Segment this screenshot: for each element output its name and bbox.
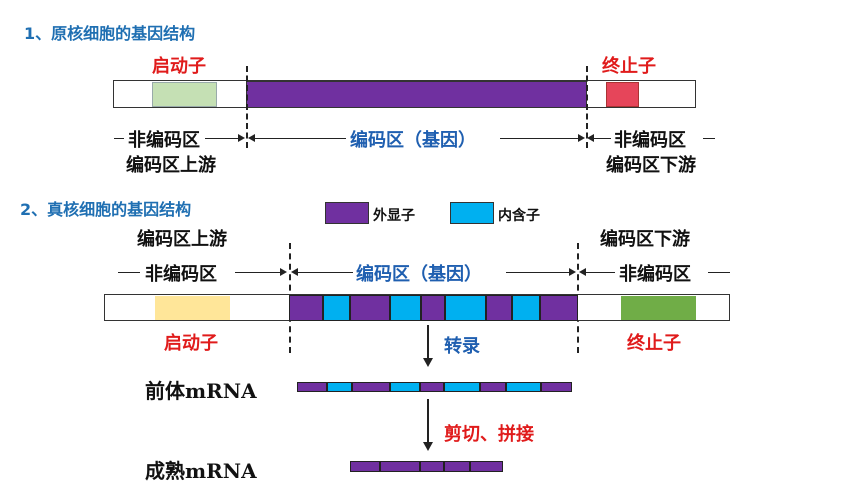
prok-promoter-label: 启动子 — [152, 56, 206, 77]
mature-exon-3 — [420, 461, 444, 472]
euk-right-dash — [708, 272, 730, 273]
pre-intron-2 — [390, 382, 420, 392]
mature-mrna-label: 成熟mRNA — [145, 459, 257, 483]
section1-title: 1、原核细胞的基因结构 — [24, 24, 196, 43]
exon-3 — [421, 295, 445, 321]
prok-right-region-label: 非编码区 — [614, 130, 686, 151]
euk-right-arrow — [579, 268, 615, 276]
mature-exon-5 — [470, 461, 503, 472]
euk-left-dash — [118, 272, 140, 273]
prok-downstream-label: 编码区下游 — [606, 155, 696, 176]
transcription-label: 转录 — [444, 336, 480, 357]
prok-center-arrow-left — [248, 134, 346, 142]
prok-boundary-right — [586, 66, 588, 148]
prok-upstream-label: 编码区上游 — [126, 155, 216, 176]
transcription-arrow — [423, 325, 433, 367]
euk-downstream-label: 编码区下游 — [600, 229, 690, 250]
mature-exon-2 — [380, 461, 420, 472]
legend-intron-swatch — [450, 202, 494, 224]
euk-promoter-segment — [155, 296, 230, 320]
euk-left-arrow — [235, 268, 287, 276]
exon-4 — [486, 295, 512, 321]
euk-center-arrow-right — [506, 268, 576, 276]
euk-left-region-label: 非编码区 — [145, 264, 217, 285]
pre-exon-1 — [297, 382, 327, 392]
prok-terminator-label: 终止子 — [602, 56, 656, 77]
legend-intron-label: 内含子 — [498, 208, 540, 224]
prok-center-arrow-right — [500, 134, 585, 142]
legend-exon-swatch — [325, 202, 369, 224]
pre-mrna-label: 前体mRNA — [145, 379, 257, 403]
euk-center-region-label: 编码区（基因） — [356, 264, 482, 285]
intron-2 — [390, 295, 421, 321]
prok-boundary-left — [246, 66, 248, 148]
intron-4 — [512, 295, 540, 321]
prok-terminator-segment — [606, 82, 639, 107]
exon-1 — [289, 295, 323, 321]
prok-right-arrow — [587, 134, 611, 142]
splicing-label: 剪切、拼接 — [444, 424, 534, 445]
euk-terminator-segment — [621, 296, 696, 320]
euk-upstream-label: 编码区上游 — [137, 229, 227, 250]
prok-right-dash — [703, 138, 715, 139]
pre-exon-3 — [420, 382, 444, 392]
mature-exon-4 — [444, 461, 470, 472]
prok-left-region-label: 非编码区 — [128, 130, 200, 151]
intron-1 — [323, 295, 350, 321]
section2-title: 2、真核细胞的基因结构 — [20, 200, 192, 219]
euk-promoter-label: 启动子 — [164, 333, 218, 354]
mature-exon-1 — [350, 461, 380, 472]
prok-coding-segment — [246, 81, 587, 108]
euk-center-arrow-left — [291, 268, 353, 276]
pre-intron-1 — [327, 382, 352, 392]
intron-3 — [445, 295, 486, 321]
pre-exon-4 — [480, 382, 506, 392]
exon-5 — [540, 295, 578, 321]
prok-promoter-segment — [152, 82, 217, 107]
prok-left-arrow — [205, 134, 245, 142]
pre-exon-2 — [352, 382, 390, 392]
exon-2 — [350, 295, 390, 321]
prok-center-region-label: 编码区（基因） — [350, 130, 476, 151]
prok-left-dash — [114, 138, 124, 139]
splicing-arrow — [423, 399, 433, 451]
euk-terminator-label: 终止子 — [627, 333, 681, 354]
pre-intron-4 — [506, 382, 541, 392]
pre-intron-3 — [444, 382, 480, 392]
legend-exon-label: 外显子 — [373, 208, 415, 224]
pre-exon-5 — [541, 382, 572, 392]
euk-right-region-label: 非编码区 — [619, 264, 691, 285]
